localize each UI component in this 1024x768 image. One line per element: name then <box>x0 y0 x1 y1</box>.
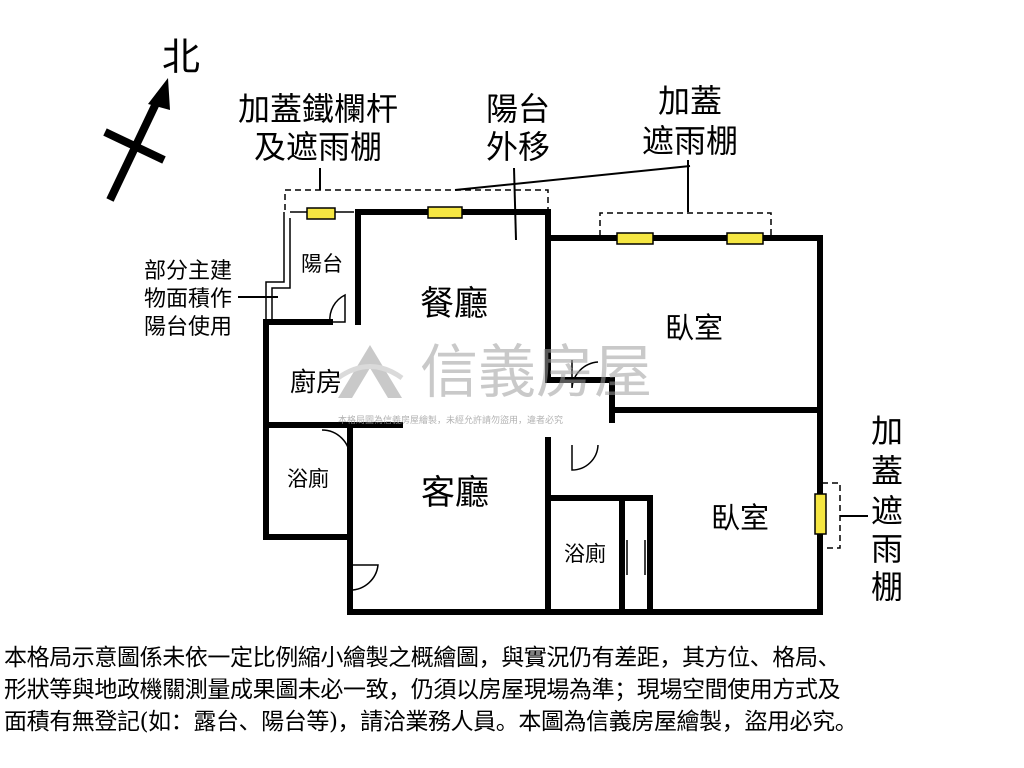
door <box>349 564 379 591</box>
window <box>814 493 827 535</box>
door <box>329 293 346 323</box>
walls <box>263 209 823 615</box>
windows <box>306 206 827 535</box>
callout-char: 棚 <box>871 568 903 606</box>
callout-line: 陽台使用 <box>144 315 232 340</box>
room-label-kitchen: 廚房 <box>290 368 342 398</box>
callout-balcony-moved: 陽台 外移 <box>486 90 550 241</box>
room-label-bedroom-1: 臥室 <box>665 311 723 345</box>
callout-char: 蓋 <box>871 452 903 490</box>
room-label-bathroom-2: 浴廁 <box>564 542 606 566</box>
window <box>306 207 336 220</box>
callout-canopy-right: 加 蓋 遮 雨 棚 <box>840 412 903 606</box>
disclaimer-line: 面積有無登記(如：露台、陽台等)，請洽業務人員。本圖為信義房屋繪製，盜用必究。 <box>4 709 858 735</box>
brand-logo-icon <box>336 345 404 398</box>
callout-main-building: 部分主建 物面積作 陽台使用 <box>144 259 278 340</box>
floor-plan: 北 加蓋鐵欄杆 及遮雨棚 陽台 外移 加蓋 遮雨棚 部分主建 物面積作 陽台使用… <box>103 35 903 615</box>
callout-line: 物面積作 <box>144 287 232 312</box>
canopy-outlines <box>284 189 841 549</box>
watermark: 信義房屋 本格局圖為信義房屋繪製，未經允許請勿盜用，違者必究 <box>336 338 652 426</box>
window <box>726 232 764 245</box>
callout-char: 遮 <box>871 492 903 530</box>
callout-line: 部分主建 <box>144 259 232 284</box>
room-label-bedroom-2: 臥室 <box>711 501 769 535</box>
door <box>321 429 351 459</box>
watermark-brand: 信義房屋 <box>420 338 652 406</box>
callout-iron-railing: 加蓋鐵欄杆 及遮雨棚 <box>238 90 398 190</box>
callout-canopy-top: 加蓋 遮雨棚 <box>454 82 738 212</box>
north-label: 北 <box>162 35 200 79</box>
disclaimer-line: 本格局示意圖係未依一定比例縮小繪製之概繪圖，與實況仍有差距，其方位、格局、 <box>4 645 841 671</box>
window <box>427 206 463 219</box>
window <box>616 232 654 245</box>
room-label-bathroom-1: 浴廁 <box>287 467 329 491</box>
callout-line: 加蓋 <box>658 82 722 120</box>
disclaimer-line: 形狀等與地政機關測量成果圖未必一致，仍須以房屋現場為準；現場空間使用方式及 <box>4 677 841 703</box>
room-label-living: 客廳 <box>421 473 489 513</box>
room-label-balcony: 陽台 <box>301 252 343 276</box>
disclaimer: 本格局示意圖係未依一定比例縮小繪製之概繪圖，與實況仍有差距，其方位、格局、 形狀… <box>4 642 1020 738</box>
callout-char: 雨 <box>871 530 903 568</box>
callout-line: 遮雨棚 <box>642 122 738 160</box>
callout-line: 加蓋鐵欄杆 <box>238 90 398 128</box>
room-label-dining: 餐廳 <box>420 284 488 324</box>
callout-line: 陽台 <box>486 90 550 128</box>
room-labels: 陽台 餐廳 臥室 廚房 浴廁 客廳 臥室 浴廁 <box>287 252 769 566</box>
north-arrow-icon <box>148 78 170 110</box>
callout-line: 外移 <box>486 128 550 166</box>
callout-line: 及遮雨棚 <box>254 128 382 166</box>
compass: 北 <box>103 35 200 202</box>
door <box>571 360 599 389</box>
watermark-note: 本格局圖為信義房屋繪製，未經允許請勿盜用，違者必究 <box>338 414 563 426</box>
callout-char: 加 <box>871 412 903 450</box>
door <box>571 444 599 471</box>
doors <box>321 293 646 591</box>
compass-crossbar <box>103 128 166 164</box>
